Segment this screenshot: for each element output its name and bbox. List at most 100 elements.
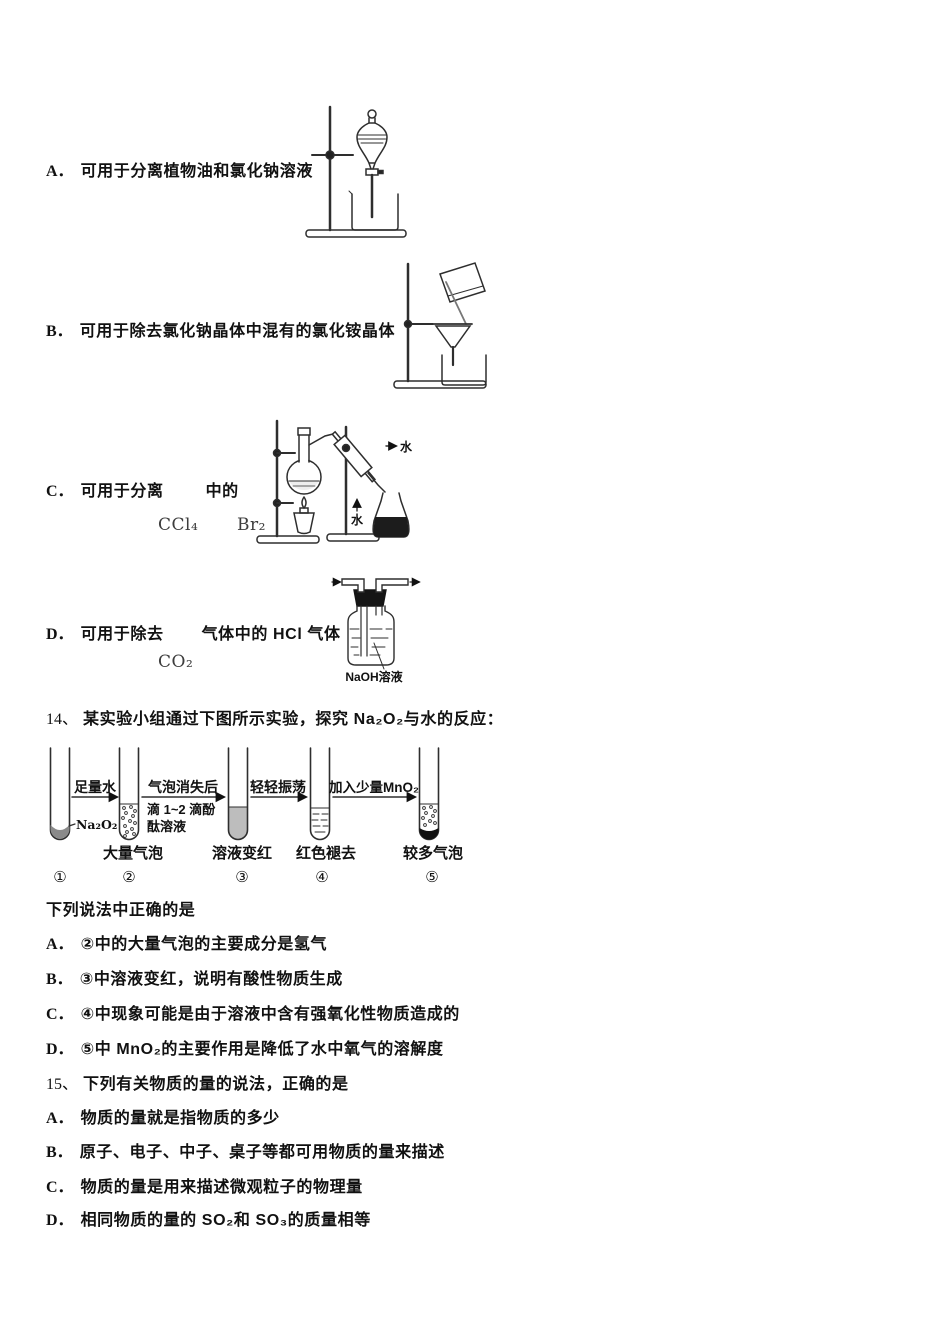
q14-stem-row: 14、某实验小组通过下图所示实验，探究 Na₂O₂与水的反应： — [46, 709, 503, 731]
q15-option-b-label: B． — [46, 1144, 73, 1161]
q15-option-a-label: A． — [46, 1110, 74, 1127]
stand-base-left — [256, 535, 320, 544]
clamp-knob — [341, 443, 351, 453]
option-b-row: B． 可用于除去氯化钠晶体中混有的氯化铵晶体 — [46, 321, 395, 343]
q14-option-b-label: B． — [46, 971, 73, 988]
na2o2-solid — [50, 825, 70, 839]
stand-base — [305, 229, 407, 238]
step4-label: 加入少量MnO₂ — [328, 780, 419, 795]
clamp-knob — [403, 319, 413, 329]
clamp-knob — [325, 150, 335, 160]
separating-funnel-apparatus-figure — [305, 105, 407, 238]
option-a-row: A． 可用于分离植物油和氯化钠溶液 — [46, 161, 313, 183]
stopcock-handle — [377, 169, 384, 175]
tube3-caption: 溶液变红 — [212, 844, 272, 862]
option-c-label: C． — [46, 483, 74, 500]
alcohol-lamp — [293, 512, 315, 535]
q14-option-c-row: C． ④中现象可能是由于溶液中含有强氧化性物质造成的 — [46, 1004, 460, 1026]
q15-option-c-label: C． — [46, 1179, 74, 1196]
step2-label-line1: 气泡消失后 — [147, 779, 218, 795]
distillation-apparatus-figure: 水 水 — [256, 419, 413, 544]
tube2-caption: 大量气泡 — [103, 844, 163, 862]
q14-option-d-row: D． ⑤中 MnO₂的主要作用是降低了水中氧气的溶解度 — [46, 1039, 444, 1061]
tube3-number: ③ — [235, 869, 248, 886]
water-out-label: 水 — [400, 439, 413, 454]
q15-option-b-row: B． 原子、电子、中子、桌子等都可用物质的量来描述 — [46, 1142, 445, 1164]
tube4-caption: 红色褪去 — [296, 844, 356, 862]
q15-option-a-row: A． 物质的量就是指物质的多少 — [46, 1108, 280, 1130]
q15-stem-row: 15、下列有关物质的量的说法，正确的是 — [46, 1074, 349, 1096]
stand-base-right — [326, 533, 380, 542]
funnel — [434, 325, 472, 348]
formula-co2: CO₂ — [158, 652, 194, 672]
q14-option-a-label: A． — [46, 936, 74, 953]
step2-label-line3: 酞溶液 — [147, 819, 186, 834]
gas-inlet-tube — [341, 578, 365, 593]
side-arm-tube — [308, 433, 334, 446]
tube1-substance-label: Na₂O₂ — [76, 817, 117, 832]
option-d-text-before: 可用于除去 — [80, 626, 164, 643]
formula-br2: Br₂ — [237, 515, 266, 535]
q14-option-d-label: D． — [46, 1041, 74, 1058]
q15-option-c-row: C． 物质的量是用来描述微观粒子的物理量 — [46, 1177, 363, 1199]
q14-question-text: 下列说法中正确的是 — [46, 902, 196, 919]
option-d-label: D． — [46, 626, 74, 643]
q15-number: 15、 — [46, 1076, 79, 1093]
option-c-row: C． 可用于分离 中的 — [46, 481, 239, 503]
q15-option-d-text: 相同物质的量的 SO₂和 SO₃的质量相等 — [80, 1212, 371, 1229]
option-a-text: 可用于分离植物油和氯化钠溶液 — [80, 163, 313, 180]
q14-option-a-text: ②中的大量气泡的主要成分是氢气 — [80, 936, 328, 953]
step1-label: 足量水 — [74, 779, 117, 795]
red-solution — [228, 806, 248, 840]
option-a-label: A． — [46, 163, 74, 180]
wash-bottle — [347, 605, 395, 666]
q14-option-b-text: ③中溶液变红，说明有酸性物质生成 — [79, 971, 343, 988]
test-tube-2 — [118, 747, 140, 841]
step3-label: 轻轻振荡 — [250, 779, 306, 795]
tube1-number: ① — [53, 869, 66, 886]
test-tube-1 — [49, 747, 71, 841]
q15-stem-text: 下列有关物质的量的说法，正确的是 — [83, 1076, 349, 1093]
formula-ccl4: CCl₄ — [158, 515, 199, 535]
q14-stem-text: 某实验小组通过下图所示实验，探究 Na₂O₂与水的反应： — [83, 711, 504, 728]
mno2-solid — [419, 828, 439, 840]
flask-stopper — [297, 427, 311, 436]
option-d-text-after: 气体中的 HCl 气体 — [201, 626, 341, 643]
test-tube-5 — [418, 747, 440, 841]
q14-option-a-row: A． ②中的大量气泡的主要成分是氢气 — [46, 934, 327, 956]
q14-question-row: 下列说法中正确的是 — [46, 900, 195, 922]
water-in-label: 水 — [351, 512, 364, 527]
q15-option-d-row: D． 相同物质的量的 SO₂和 SO₃的质量相等 — [46, 1210, 371, 1232]
beaker — [351, 193, 399, 231]
test-tube-3 — [227, 747, 249, 841]
q15-option-d-label: D． — [46, 1212, 74, 1229]
condenser-jacket — [333, 434, 373, 478]
option-b-label: B． — [46, 323, 73, 340]
q14-option-c-label: C． — [46, 1006, 74, 1023]
beaker — [441, 354, 487, 386]
tube5-number: ⑤ — [425, 869, 438, 886]
option-d-row: D． 可用于除去 气体中的 HCl 气体 — [46, 624, 341, 646]
experiment-flow-diagram: Na₂O₂ 足量水 气泡消失后 滴 1~2 滴酚 酞溶液 轻轻振荡 加入少量Mn… — [49, 747, 463, 886]
q15-option-c-text: 物质的量是用来描述微观粒子的物理量 — [80, 1179, 363, 1196]
q14-option-b-row: B． ③中溶液变红，说明有酸性物质生成 — [46, 969, 343, 991]
q14-option-d-text: ⑤中 MnO₂的主要作用是降低了水中氧气的溶解度 — [80, 1041, 444, 1058]
adapter-tube — [367, 472, 386, 493]
naoh-solution-label: NaOH溶液 — [345, 669, 402, 684]
q14-option-c-text: ④中现象可能是由于溶液中含有强氧化性物质造成的 — [80, 1006, 460, 1023]
option-c-text-before: 可用于分离 — [80, 483, 164, 500]
collected-liquid — [373, 517, 409, 537]
option-b-text: 可用于除去氯化钠晶体中混有的氯化铵晶体 — [79, 323, 396, 340]
option-c-text-after: 中的 — [205, 483, 239, 500]
lamp-flame — [301, 496, 307, 510]
q15-option-a-text: 物质的量就是指物质的多少 — [80, 1110, 280, 1127]
glass-rod — [445, 281, 467, 325]
funnel-stopper — [367, 109, 377, 119]
tube2-number: ② — [122, 869, 135, 886]
label-leader-line — [373, 642, 385, 670]
q14-number: 14、 — [46, 711, 79, 728]
q15-option-b-text: 原子、电子、中子、桌子等都可用物质的量来描述 — [79, 1144, 445, 1161]
step2-label-line2: 滴 1~2 滴酚 — [147, 802, 216, 817]
tube4-number: ④ — [315, 869, 328, 886]
